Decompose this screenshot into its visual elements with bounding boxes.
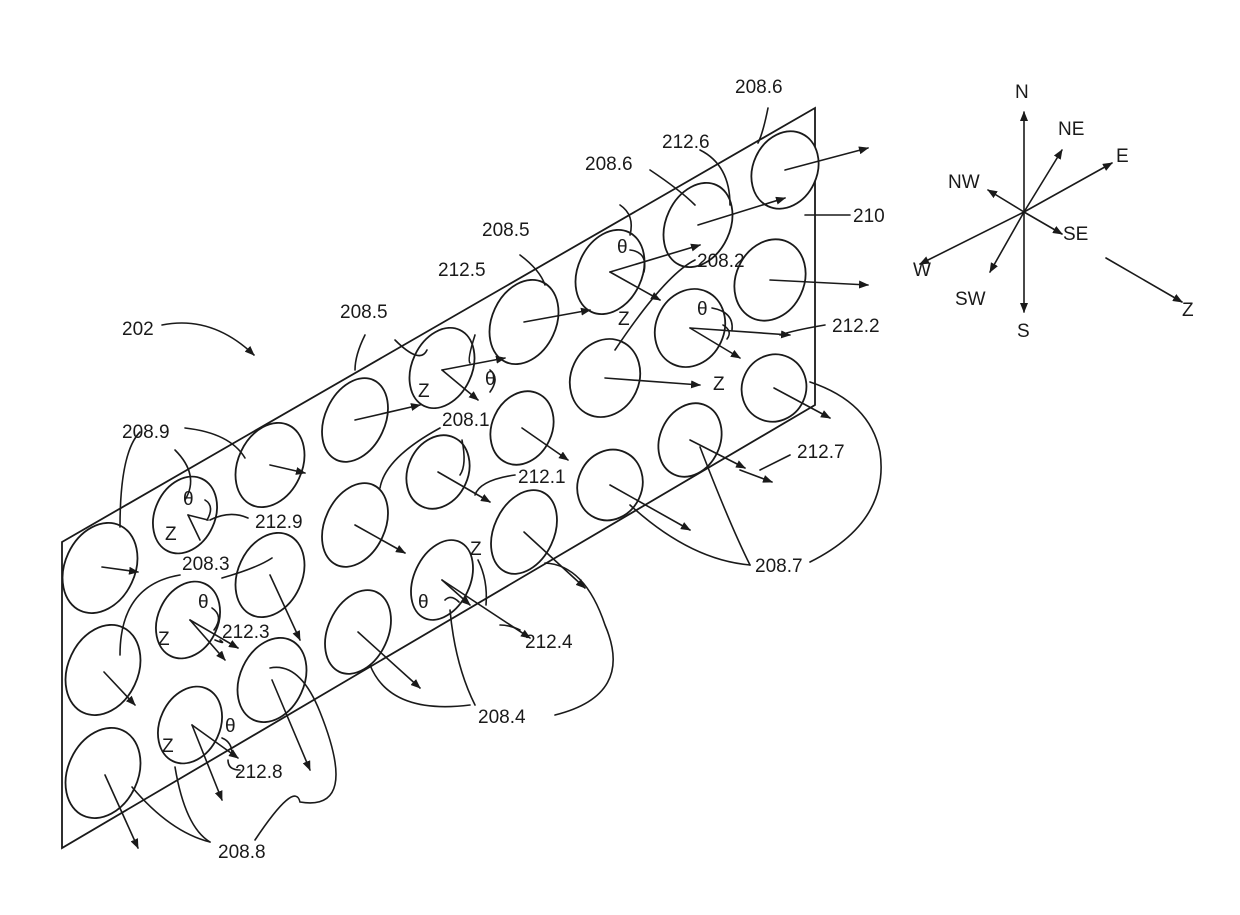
label-208-6-top: 208.6 — [735, 77, 783, 98]
label-212-9: 212.9 — [255, 512, 303, 533]
z-symbol: Z — [418, 381, 430, 402]
compass-northwest: NW — [948, 172, 980, 193]
compass-west: W — [913, 260, 931, 281]
z-symbol: Z — [618, 309, 630, 330]
label-208-8: 208.8 — [218, 842, 266, 863]
compass-southwest: SW — [955, 289, 986, 310]
label-208-7: 208.7 — [755, 556, 803, 577]
compass-east: E — [1116, 146, 1129, 167]
label-208-4: 208.4 — [478, 707, 526, 728]
label-212-1: 212.1 — [518, 467, 566, 488]
theta-symbol: θ — [225, 716, 236, 737]
theta-symbol: θ — [617, 237, 628, 258]
label-208-1: 208.1 — [442, 410, 490, 431]
label-208-6-left: 208.6 — [585, 154, 633, 175]
label-202: 202 — [122, 319, 154, 340]
compass-northeast: NE — [1058, 119, 1084, 140]
label-212-4: 212.4 — [525, 632, 573, 653]
theta-symbol: θ — [198, 592, 209, 613]
label-212-7: 212.7 — [797, 442, 845, 463]
label-212-2: 212.2 — [832, 316, 880, 337]
theta-symbol: θ — [418, 592, 429, 613]
label-212-3: 212.3 — [222, 622, 270, 643]
compass-southeast: SE — [1063, 224, 1088, 245]
lenslet-array — [48, 120, 830, 830]
theta-symbol: θ — [697, 299, 708, 320]
z-symbol: Z — [165, 524, 177, 545]
compass-south: S — [1017, 321, 1030, 342]
label-208-2: 208.2 — [697, 251, 745, 272]
label-208-5-left: 208.5 — [340, 302, 388, 323]
label-208-9: 208.9 — [122, 422, 170, 443]
z-symbol: Z — [470, 539, 482, 560]
label-210: 210 — [853, 206, 885, 227]
z-symbol: Z — [162, 736, 174, 757]
compass-north: N — [1015, 82, 1029, 103]
label-212-8: 212.8 — [235, 762, 283, 783]
label-212-5: 212.5 — [438, 260, 486, 281]
compass-z-axis: Z — [1182, 300, 1194, 321]
label-212-6: 212.6 — [662, 132, 710, 153]
theta-symbol: θ — [485, 369, 496, 390]
label-208-5-top: 208.5 — [482, 220, 530, 241]
z-symbol: Z — [713, 374, 725, 395]
theta-symbol: θ — [183, 489, 194, 510]
label-208-3: 208.3 — [182, 554, 230, 575]
z-symbol: Z — [158, 629, 170, 650]
compass-rose: N NE E SE S SW W NW Z — [913, 82, 1194, 342]
